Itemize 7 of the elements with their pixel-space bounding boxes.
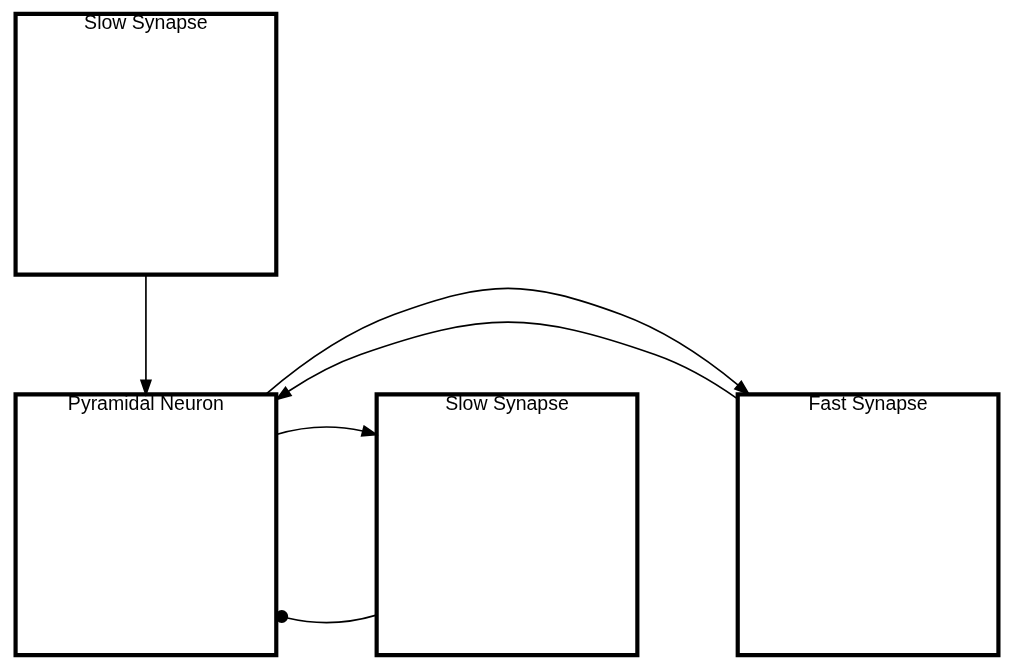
arrow: [139, 273, 152, 397]
node-box: Pyramidal Neuron: [13, 392, 278, 658]
node-box: Slow Synapse: [374, 392, 639, 658]
arrow: [264, 287, 751, 396]
node-box: Slow Synapse: [13, 11, 278, 277]
node-box: Fast Synapse: [735, 392, 1000, 658]
arrow: [275, 424, 379, 437]
